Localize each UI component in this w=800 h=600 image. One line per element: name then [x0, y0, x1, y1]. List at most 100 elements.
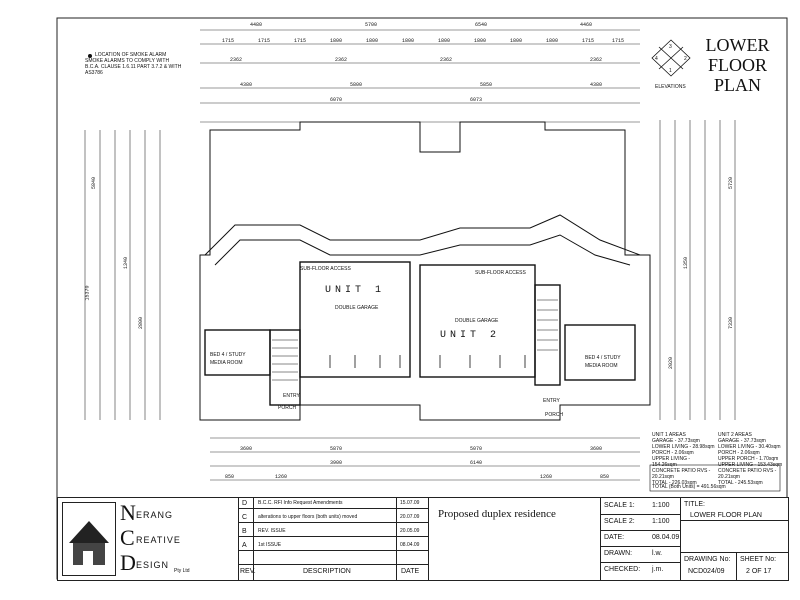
- dim-top-r4-2: 5800: [350, 82, 363, 88]
- rev-b-desc: REV. ISSUE: [258, 528, 286, 534]
- scale2-value: 1:100: [652, 518, 670, 525]
- porch-left-label: PORCH: [278, 405, 297, 411]
- total-area: TOTAL (Both Units) = 491.56sqm: [652, 484, 726, 490]
- rev-a-desc: 1st ISSUE: [258, 542, 282, 548]
- area-line: UPPER LIVING - 153.43sqm: [718, 462, 783, 468]
- bed4-left-label: BED 4 / STUDY: [210, 352, 246, 358]
- legend-item: LOCATION OF SMOKE ALARM: [95, 52, 167, 58]
- porch-right-label: PORCH: [545, 412, 564, 418]
- desc-header: DESCRIPTION: [303, 568, 351, 575]
- rev-d: D: [242, 500, 248, 507]
- dim-bottom-2: 5870: [330, 446, 343, 452]
- dim-top-r2-3: 1715: [294, 38, 307, 44]
- date-header: DATE: [401, 568, 420, 575]
- dim-bottom-r2-1: 3900: [330, 460, 343, 466]
- dim-top-r3-3: 2362: [440, 57, 453, 63]
- area-line: CONCRETE PATIO RVS - 20.21sqm: [652, 468, 711, 480]
- checked-label: CHECKED:: [604, 566, 641, 573]
- dim-top-r2-6: 1800: [402, 38, 415, 44]
- logo-letter-n: N: [120, 500, 136, 525]
- logo-letter-c: C: [120, 525, 135, 550]
- dim-right-4: 2020: [668, 356, 675, 370]
- date-label: DATE:: [604, 534, 625, 541]
- dim-bottom-r3-1: 850: [225, 474, 235, 480]
- rev-c-desc: alterations to upper floors (both units)…: [258, 514, 358, 520]
- compass-number-top: 3: [669, 44, 672, 50]
- bed4-right-label: BED 4 / STUDY: [585, 355, 621, 361]
- area-line: UNIT 1 AREAS: [652, 432, 686, 438]
- garage-2-label: DOUBLE GARAGE: [455, 318, 499, 324]
- scale2-label: SCALE 2:: [604, 518, 635, 525]
- dim-top-r3-2: 2362: [335, 57, 348, 63]
- dim-bottom-r3-4: 850: [600, 474, 610, 480]
- dim-top-r2-7: 1800: [438, 38, 451, 44]
- heading-line-3: PLAN: [713, 75, 761, 95]
- drawn-value: l.w.: [652, 550, 663, 557]
- heading-line-1: LOWER: [705, 35, 770, 55]
- rev-d-desc: B.C.C. RFI Info Request Amendments: [258, 500, 343, 506]
- scale1-value: 1:100: [652, 502, 670, 509]
- checked-value: j.m.: [652, 566, 664, 573]
- entry-right-label: ENTRY: [543, 398, 560, 404]
- dim-top-r2-2: 1715: [258, 38, 271, 44]
- elevations-label: ELEVATIONS: [655, 84, 686, 90]
- dim-top-r3-4: 2362: [590, 57, 603, 63]
- drawing-no-value: NCD024/09: [688, 568, 725, 575]
- sheet-no-value: 2 OF 17: [746, 568, 772, 575]
- date-value: 08.04.09: [652, 534, 680, 541]
- garage-1-label: DOUBLE GARAGE: [335, 305, 379, 311]
- drawn-label: DRAWN:: [604, 550, 633, 557]
- dim-top-r2-8: 1800: [474, 38, 487, 44]
- area-line: GARAGE - 37.73sqm: [718, 438, 766, 444]
- rev-a: A: [242, 542, 247, 549]
- logo-word-3: ESIGN: [136, 560, 170, 570]
- media-right-label: MEDIA ROOM: [585, 363, 618, 369]
- dim-top-2: 5700: [365, 22, 378, 28]
- dim-top-r4-3: 5850: [480, 82, 493, 88]
- dim-top-3: 6540: [475, 22, 488, 28]
- dim-bottom-3: 5070: [470, 446, 483, 452]
- dim-top-r5-1: 6070: [330, 97, 343, 103]
- company-logo: [62, 502, 116, 576]
- unit2-areas: UNIT 2 AREAS GARAGE - 37.73sqm LOWER LIV…: [718, 432, 784, 486]
- house-logo-icon: [69, 521, 109, 565]
- dim-left-3: 1340: [123, 256, 130, 270]
- area-line: PORCH - 2.06sqm: [718, 450, 760, 456]
- dim-top-r2-5: 1800: [366, 38, 379, 44]
- project-name: Proposed duplex residence: [438, 508, 556, 520]
- area-line: CONCRETE PATIO RVS - 20.21sqm: [718, 468, 777, 480]
- drawing-heading: LOWER FLOOR PLAN: [690, 35, 785, 95]
- area-line: UNIT 2 AREAS: [718, 432, 752, 438]
- rev-header: REV.: [240, 568, 256, 575]
- dim-top-r2-11: 1715: [582, 38, 595, 44]
- dim-top-r4-1: 4380: [240, 82, 253, 88]
- legend-note: SMOKE ALARMS TO COMPLY WITH B.C.A. CLAUS…: [85, 58, 182, 76]
- area-line: TOTAL - 245.53sqm: [718, 480, 763, 486]
- rev-c-date: 20.07.09: [400, 514, 420, 520]
- logo-word-2: REATIVE: [136, 535, 181, 545]
- dim-top-r4-4: 4380: [590, 82, 603, 88]
- subfloor-left-label: SUB-FLOOR ACCESS: [300, 266, 351, 272]
- area-line: TOTAL - 226.03sqm: [652, 480, 697, 486]
- rev-b: B: [242, 528, 247, 535]
- dim-top-r2-1: 1715: [222, 38, 235, 44]
- dim-right-3: 1350: [683, 256, 690, 270]
- dim-bottom-1: 3600: [240, 446, 253, 452]
- media-left-label: MEDIA ROOM: [210, 360, 243, 366]
- unit-1-label: UNIT 1: [325, 285, 386, 296]
- dim-bottom-r3-2: 1260: [275, 474, 288, 480]
- dim-top-1: 4480: [250, 22, 263, 28]
- dim-top-r2-10: 1800: [546, 38, 559, 44]
- dim-top-r2-4: 1800: [330, 38, 343, 44]
- dim-left-2: 15370: [84, 285, 91, 301]
- scale1-label: SCALE 1:: [604, 502, 635, 509]
- area-line: GARAGE - 37.73sqm: [652, 438, 700, 444]
- title-value: LOWER FLOOR PLAN: [690, 512, 762, 519]
- heading-line-2: FLOOR: [707, 55, 767, 75]
- dim-left-1: 5840: [91, 176, 98, 190]
- logo-suffix: Pty Ltd: [174, 568, 190, 574]
- compass-number-right: 2: [684, 56, 687, 62]
- unit-2-label: UNIT 2: [440, 330, 501, 341]
- dim-top-r5-2: 6073: [470, 97, 483, 103]
